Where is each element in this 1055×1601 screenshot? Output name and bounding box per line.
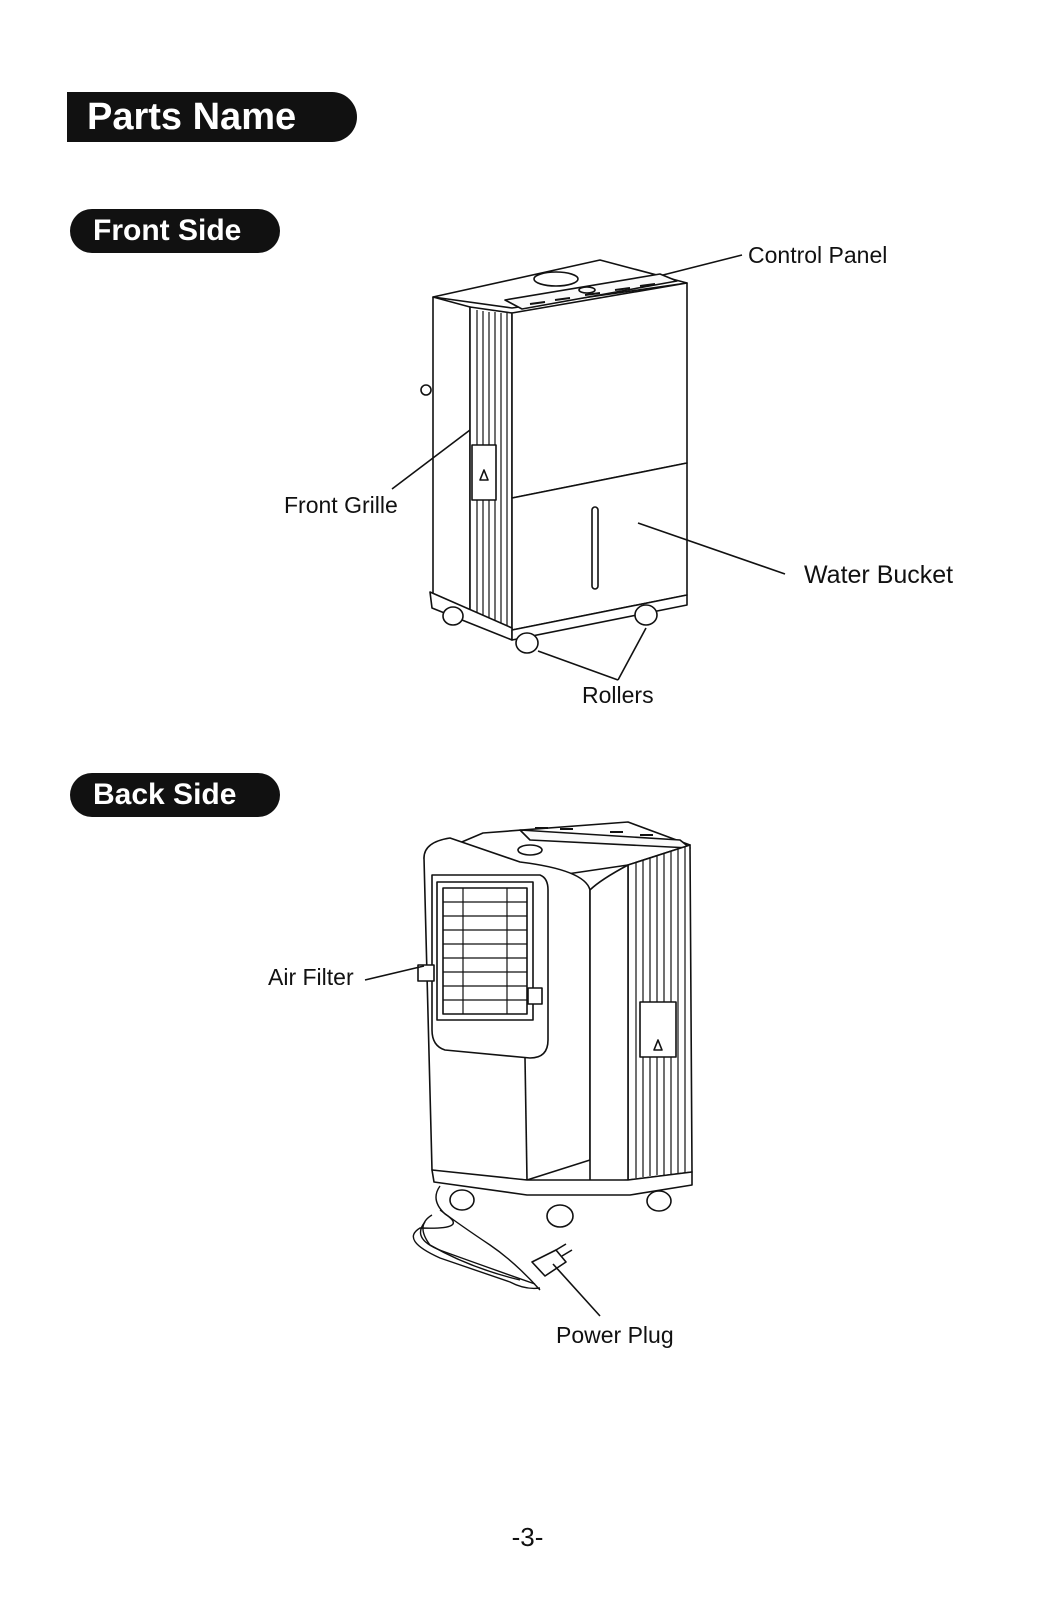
page-title-banner: Parts Name [67, 92, 357, 142]
front-side-heading-text: Front Side [93, 214, 242, 247]
water-bucket-label: Water Bucket [804, 561, 954, 589]
front-side-heading: Front Side [70, 209, 280, 253]
power-plug-label: Power Plug [556, 1322, 674, 1348]
page-number: -3- [511, 1522, 544, 1552]
page-title: Parts Name [87, 95, 297, 138]
rollers-label: Rollers [582, 682, 654, 708]
back-side-heading-text: Back Side [93, 778, 237, 811]
air-filter-label: Air Filter [268, 964, 354, 990]
front-side-illustration [391, 254, 786, 681]
control-panel-label: Control Panel [748, 242, 888, 268]
back-side-heading: Back Side [70, 773, 280, 817]
front-grille-label: Front Grille [284, 492, 398, 518]
